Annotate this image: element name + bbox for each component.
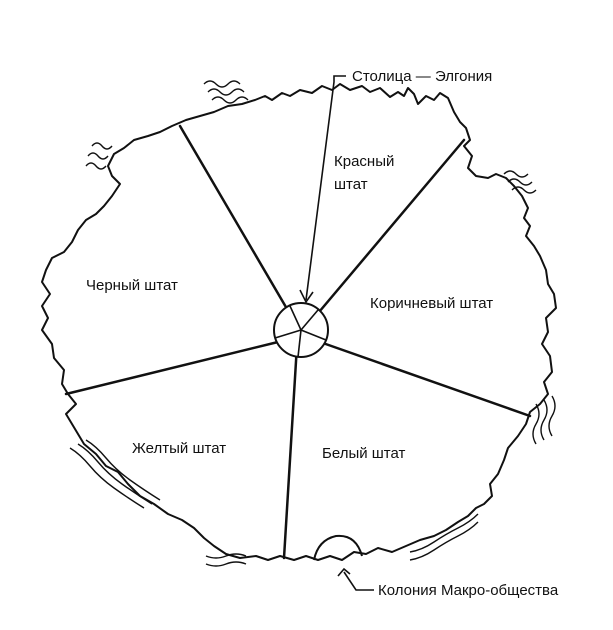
state-boundaries [64, 124, 532, 560]
island-coastline [41, 83, 557, 561]
capital-elgonia [273, 302, 329, 358]
boundary-red-brown [312, 138, 466, 320]
coastal-waves-south [205, 553, 247, 567]
boundary-black-red [178, 124, 292, 316]
coastal-waves-southeast [409, 513, 479, 561]
coastal-waves-southwest [69, 439, 161, 509]
boundary-yellow-black [64, 340, 280, 396]
coastal-waves-northeast [503, 170, 537, 194]
colony-label: Колония Макро-общества [378, 582, 559, 599]
state-label-white: Белый штат [322, 445, 406, 462]
state-label-black: Черный штат [86, 277, 178, 294]
colony-pointer [337, 567, 374, 591]
colony-dome [313, 534, 363, 561]
state-label-red-line2: штат [334, 176, 368, 193]
state-label-yellow: Желтый штат [132, 440, 226, 457]
coastal-waves-east [532, 395, 556, 445]
coastal-waves-northwest [85, 142, 113, 170]
coastal-waves-north [203, 80, 249, 104]
boundary-white-yellow [282, 343, 299, 560]
capital-label: Столица — Элгония [352, 68, 492, 85]
state-label-red-line1: Красный [334, 153, 394, 170]
state-label-brown: Коричневый штат [370, 295, 493, 312]
boundary-brown-white [318, 340, 532, 418]
capital-pointer [299, 75, 346, 304]
